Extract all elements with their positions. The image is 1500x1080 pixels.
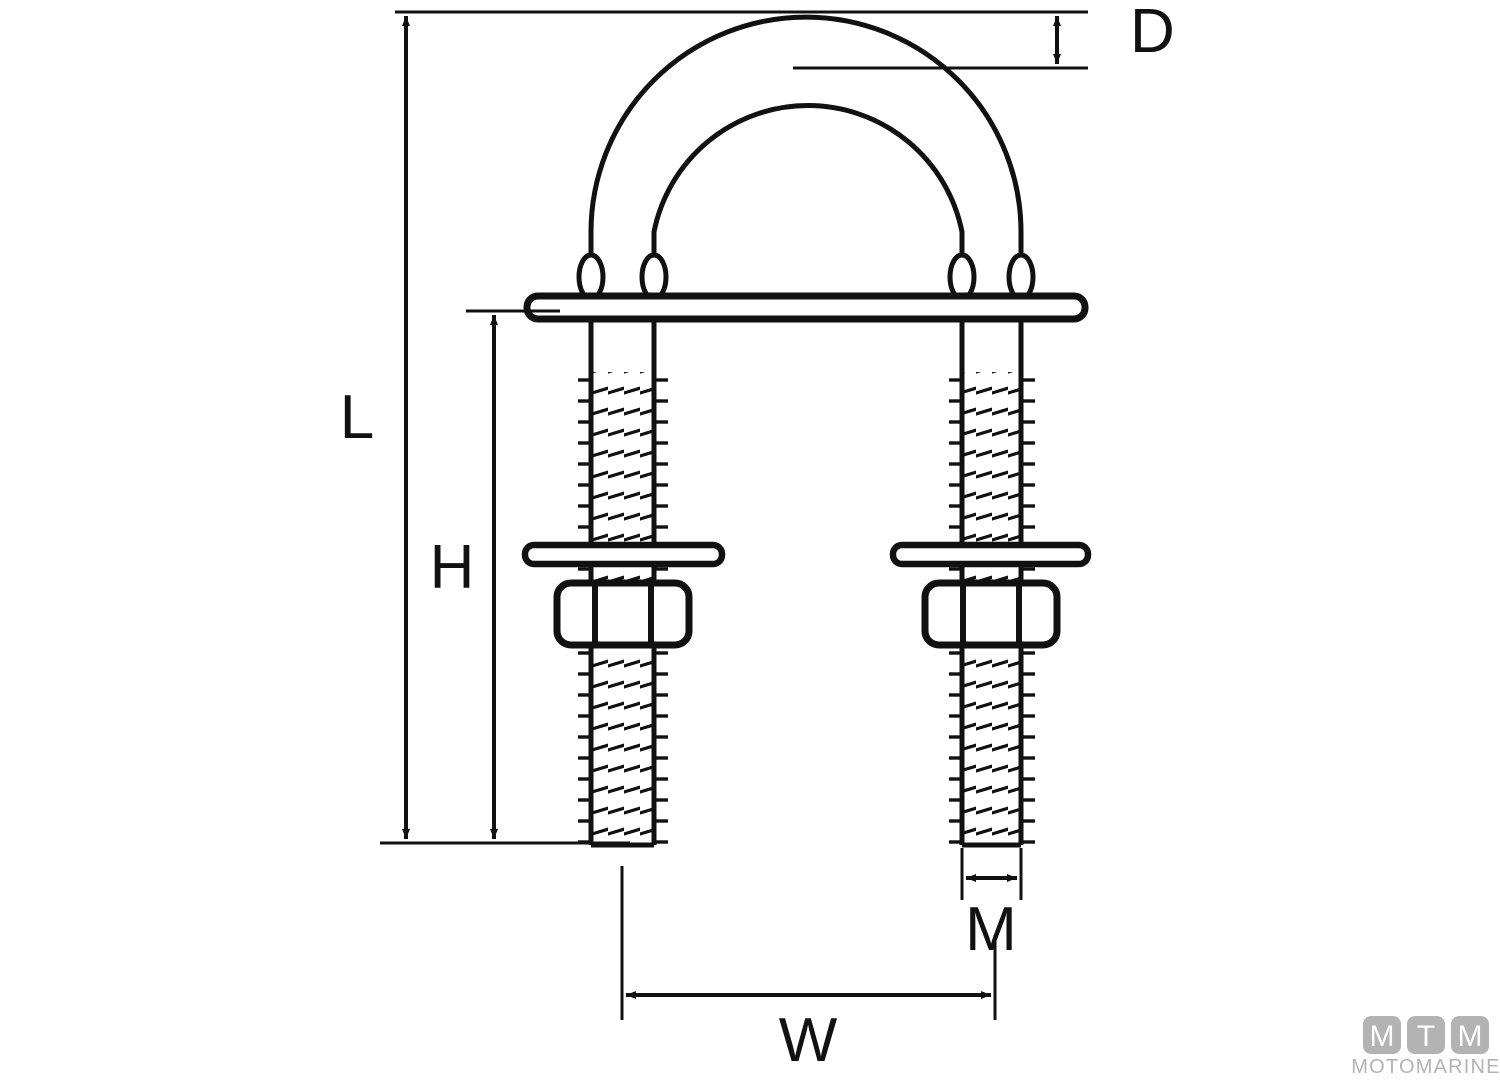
washer-left	[521, 541, 726, 568]
logo-wordmark: MOTOMARINE	[1351, 1056, 1500, 1078]
transition-oval-2	[639, 252, 669, 302]
dimension-d-label: D	[1130, 0, 1175, 66]
logo-tile-3	[1451, 1016, 1489, 1054]
dimension-w-label: W	[779, 1006, 838, 1075]
dimension-m-label: M	[965, 895, 1017, 964]
logo-tile-1	[1363, 1016, 1401, 1054]
transition-oval-3	[947, 252, 977, 302]
washer-right	[889, 541, 1092, 568]
u-bend-outer-contour	[588, 14, 1024, 281]
logo-tile-1-letter: M	[1370, 1020, 1395, 1053]
dimension-h-label: H	[430, 533, 475, 602]
transition-oval-4	[1006, 252, 1036, 302]
logo-tile-2	[1407, 1016, 1445, 1054]
cross-plate	[523, 292, 1089, 323]
nut-right-body	[921, 579, 1061, 649]
brand-logo: M T M MOTOMARINE	[1351, 1016, 1500, 1078]
nut-left-body	[553, 579, 693, 649]
logo-tile-2-letter: T	[1417, 1020, 1435, 1053]
u-bend-inner-contour	[651, 103, 965, 281]
dimension-w: W	[620, 866, 997, 1075]
dimension-h: H	[430, 309, 560, 839]
transition-oval-1	[576, 252, 606, 302]
nut-left	[553, 579, 693, 649]
dimension-l-label: L	[340, 383, 374, 452]
nut-right	[921, 579, 1061, 649]
dimension-m: M	[960, 848, 1023, 964]
u-bend	[588, 14, 1024, 281]
dimension-l: L	[340, 10, 793, 845]
dimension-d: D	[793, 0, 1175, 70]
logo-tile-3-letter: M	[1458, 1020, 1483, 1053]
